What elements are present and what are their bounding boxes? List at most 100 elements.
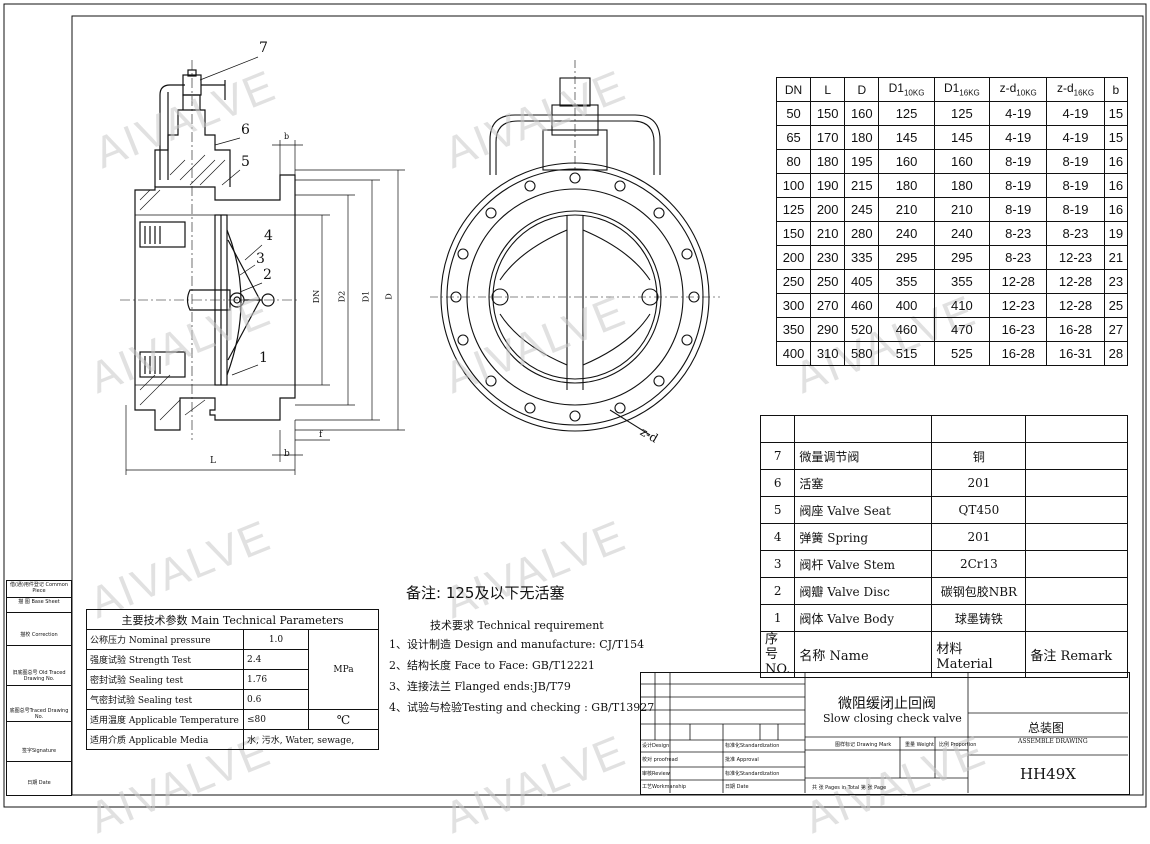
part-label-3: 3 [256, 251, 265, 267]
parts-remark-cell [1025, 523, 1128, 551]
parts-material-cell: 2Cr13 [931, 550, 1027, 578]
section-view [120, 60, 300, 440]
table-cell: 8-19 [989, 173, 1048, 198]
table-cell: 460 [844, 293, 880, 318]
table-cell: 8-19 [1046, 149, 1105, 174]
table-cell: 335 [844, 245, 880, 270]
table-cell: 16-28 [989, 341, 1048, 366]
table-cell: 15 [1103, 125, 1129, 150]
table-cell: 195 [844, 149, 880, 174]
parts-material-cell: 球墨铸铁 [931, 604, 1027, 632]
title-block [640, 672, 1130, 795]
header-no-cn: 序号 [765, 632, 779, 662]
dim-label-b-top: b [284, 132, 290, 141]
dimension-table: DN L D D110KG D116KG z-d10KG z-d16KG b 5… [775, 77, 1129, 366]
table-cell: 150 [775, 221, 812, 246]
table-cell: 16 [1103, 197, 1129, 222]
table-cell: 65 [775, 125, 812, 150]
parts-material-cell: 铜 [931, 442, 1027, 470]
table-cell: 215 [844, 173, 880, 198]
table-cell: 250 [810, 269, 846, 294]
table-cell: 400 [775, 341, 812, 366]
parts-name-cell: 阀杆 Valve Stem [794, 550, 933, 578]
table-cell: 170 [810, 125, 846, 150]
front-view [430, 60, 720, 436]
dim-label-D2: D2 [337, 290, 347, 303]
table-cell: 8-23 [989, 221, 1048, 246]
title-row-label: 工艺Workmanship [642, 784, 687, 790]
dim-label-b-bottom: b [284, 449, 290, 459]
table-cell: 4-19 [989, 125, 1048, 150]
section-dimensions [125, 56, 405, 475]
param-label: 公称压力 Nominal pressure [86, 629, 244, 650]
table-cell: 12-28 [989, 269, 1048, 294]
table-cell: 21 [1103, 245, 1129, 270]
table-cell: 28 [1103, 341, 1129, 366]
stage-label: 比例 Proportion [939, 742, 977, 748]
title-row-label: 标准化Standardization [725, 771, 780, 777]
table-cell: 460 [878, 317, 935, 342]
table-cell: 180 [933, 173, 991, 198]
table-cell: 125 [878, 101, 935, 126]
table-cell: 16-23 [989, 317, 1048, 342]
strip-cell: 底图总号Traced Drawing No. [7, 707, 71, 722]
table-cell: 355 [933, 269, 991, 294]
table-cell: 23 [1103, 269, 1129, 294]
table-cell: 210 [810, 221, 846, 246]
header-sub: 10KG [903, 88, 925, 98]
param-value: 1.76 [243, 669, 309, 690]
requirement-item: 4、试验与检验Testing and checking : GB/T13927 [389, 701, 655, 714]
header-remark: 备注 Remark [1025, 631, 1128, 678]
table-cell: 4-19 [1046, 101, 1105, 126]
params-row: 适用温度 Applicable Temperature≤80℃ [86, 709, 379, 730]
header-main: z-d [1056, 81, 1074, 96]
parts-name-cell: 阀座 Valve Seat [794, 496, 933, 524]
strip-cell: 描 图 Base Sheet [7, 598, 71, 613]
table-cell: 125 [775, 197, 812, 222]
header-cell: L [810, 77, 846, 102]
parts-material-cell: 201 [931, 469, 1027, 497]
title-row-label: 设计Design [642, 743, 670, 749]
table-cell: 400 [878, 293, 935, 318]
header-no-en: NO. [765, 662, 791, 677]
table-cell: 240 [878, 221, 935, 246]
param-value: 1.0 [243, 629, 309, 650]
param-value: 0.6 [243, 689, 309, 710]
table-cell: 230 [810, 245, 846, 270]
requirements-title: 技术要求 Technical requirement [430, 619, 604, 632]
header-cell: z-d10KG [989, 77, 1048, 102]
param-label: 适用温度 Applicable Temperature [86, 709, 244, 730]
table-cell: 8-23 [989, 245, 1048, 270]
drawing-type-cn: 总装图 [1028, 721, 1065, 735]
param-unit-celsius: ℃ [308, 709, 379, 730]
title-row-label: 审核Review [642, 771, 670, 777]
dim-label-L: L [210, 456, 216, 466]
table-cell: 4-19 [1046, 125, 1105, 150]
table-cell: 12-28 [1046, 269, 1105, 294]
stage-label: 图样标记 Drawing Mark [835, 742, 892, 748]
table-cell: 200 [810, 197, 846, 222]
param-unit-mpa: MPa [308, 629, 379, 710]
parts-remark-cell [1025, 577, 1128, 605]
table-cell: 27 [1103, 317, 1129, 342]
table-cell: 470 [933, 317, 991, 342]
table-cell: 270 [810, 293, 846, 318]
parts-material-cell: 碳钢包胶NBR [931, 577, 1027, 605]
parts-blank-row [759, 415, 1128, 443]
table-cell: 125 [933, 101, 991, 126]
table-cell: 25 [1103, 293, 1129, 318]
table-cell: 525 [933, 341, 991, 366]
header-main: z-d [999, 81, 1017, 96]
